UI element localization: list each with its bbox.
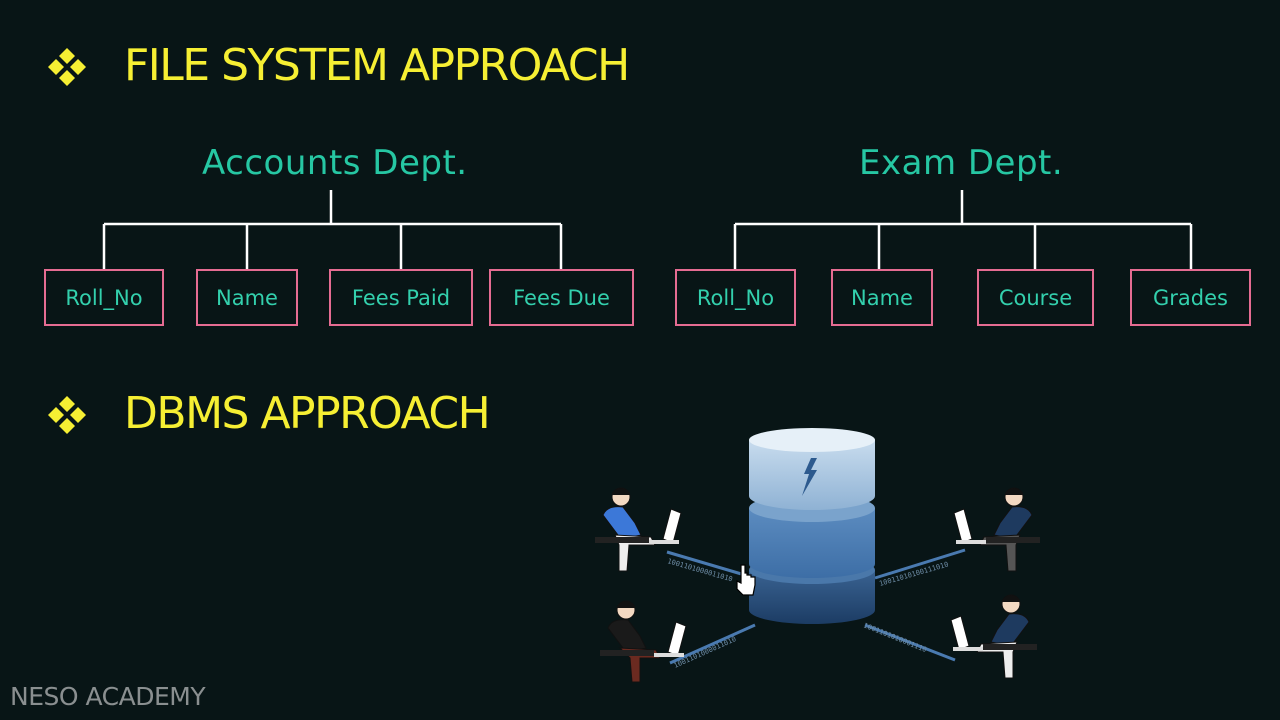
watermark: NESO ACADEMY	[10, 682, 206, 711]
exam-field-name: Name	[831, 269, 933, 326]
exam-field-course: Course	[977, 269, 1094, 326]
accounts-field-name: Name	[196, 269, 298, 326]
user-at-computer-icon	[950, 594, 1037, 679]
file-system-heading: FILE SYSTEM APPROACH	[124, 40, 630, 91]
user-at-computer-icon	[953, 487, 1040, 572]
accounts-field-fees-paid: Fees Paid	[329, 269, 473, 326]
user-at-computer-icon	[600, 600, 687, 683]
binary-stream-text: 1001101010001110	[862, 621, 928, 654]
accounts-field-fees-due: Fees Due	[489, 269, 634, 326]
exam-dept-title: Exam Dept.	[859, 143, 1064, 183]
user-at-computer-icon	[595, 487, 682, 572]
dbms-heading: DBMS APPROACH	[124, 388, 491, 439]
mouse-cursor-icon	[736, 564, 756, 596]
dbms-illustration: 1001101000011010 1001101000011010 100110…	[595, 428, 1040, 683]
diamond-bullet-icon	[48, 48, 86, 86]
accounts-field-roll-no: Roll_No	[44, 269, 164, 326]
exam-field-grades: Grades	[1130, 269, 1251, 326]
exam-field-roll-no: Roll_No	[675, 269, 796, 326]
accounts-dept-title: Accounts Dept.	[202, 143, 468, 183]
diamond-bullet-icon	[48, 396, 86, 434]
database-icon	[749, 428, 875, 624]
